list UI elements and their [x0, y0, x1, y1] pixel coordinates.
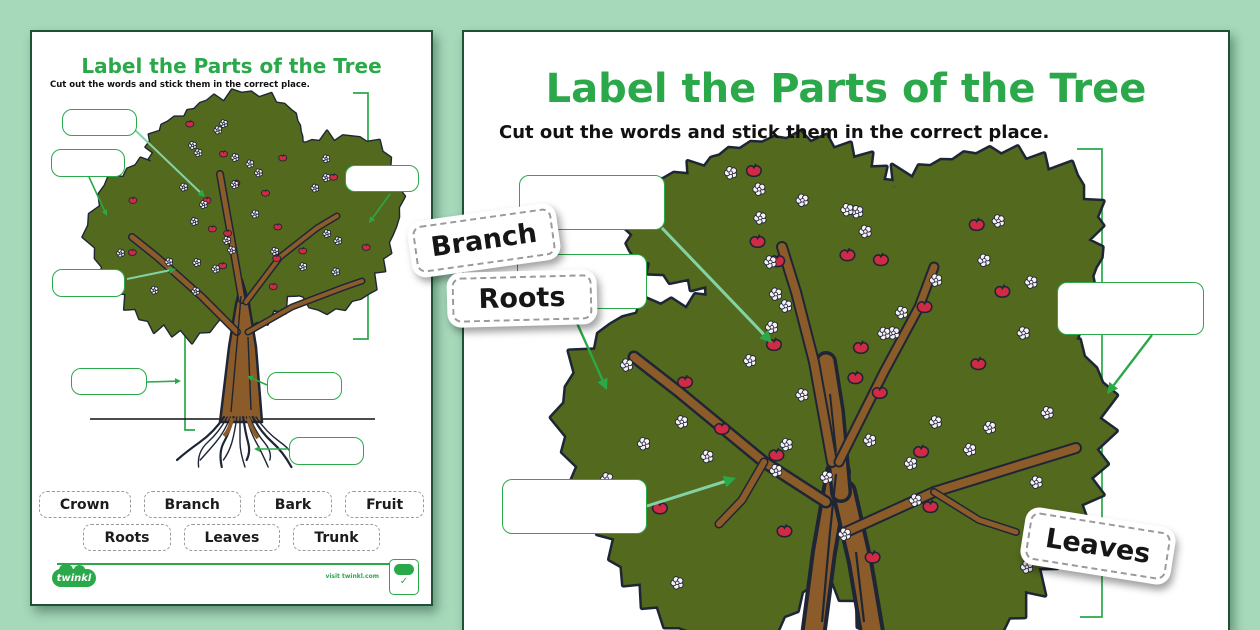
word-bank-item: Bark	[253, 491, 333, 518]
answer-box	[289, 437, 364, 465]
answer-box	[345, 165, 419, 192]
badge-check-icon: ✓	[399, 576, 409, 587]
badge-cloud-icon	[394, 564, 414, 575]
word-bank-item: Crown	[38, 491, 131, 518]
word-bank-row-2: Roots Leaves Trunk	[32, 524, 431, 551]
word-card-label: Roots	[478, 281, 566, 316]
word-bank-item: Roots	[83, 524, 171, 551]
answer-box	[62, 109, 137, 136]
twinkl-quality-badge-icon: ✓	[389, 559, 419, 595]
word-bank-item: Leaves	[183, 524, 281, 551]
logo-cloud-bump	[74, 565, 85, 574]
answer-box	[52, 269, 125, 297]
answer-box	[51, 149, 125, 177]
word-bank-item: Branch	[143, 491, 241, 518]
preview-title: Label the Parts of the Tree	[545, 66, 1147, 112]
worksheet-title: Label the Parts of the Tree	[81, 54, 382, 78]
word-bank-row-1: Crown Branch Bark Fruit	[32, 491, 431, 518]
worksheet-instruction: Cut out the words and stick them in the …	[50, 80, 310, 90]
logo-cloud-bump	[59, 564, 73, 576]
answer-box	[267, 372, 342, 400]
word-card-roots[interactable]: Roots	[446, 269, 598, 328]
answer-box	[1057, 282, 1204, 335]
word-bank-item: Fruit	[345, 491, 425, 518]
logo-text: twinkl	[56, 572, 92, 584]
footer-link: visit twinkl.com	[325, 573, 379, 580]
answer-box	[502, 479, 647, 534]
footer-divider	[57, 563, 406, 565]
answer-box	[71, 368, 147, 395]
worksheet-page: Label the Parts of the Tree Cut out the …	[30, 30, 433, 606]
twinkl-logo: twinkl	[52, 564, 96, 587]
preview-instruction: Cut out the words and stick them in the …	[499, 122, 1050, 143]
word-bank-item: Trunk	[293, 524, 380, 551]
